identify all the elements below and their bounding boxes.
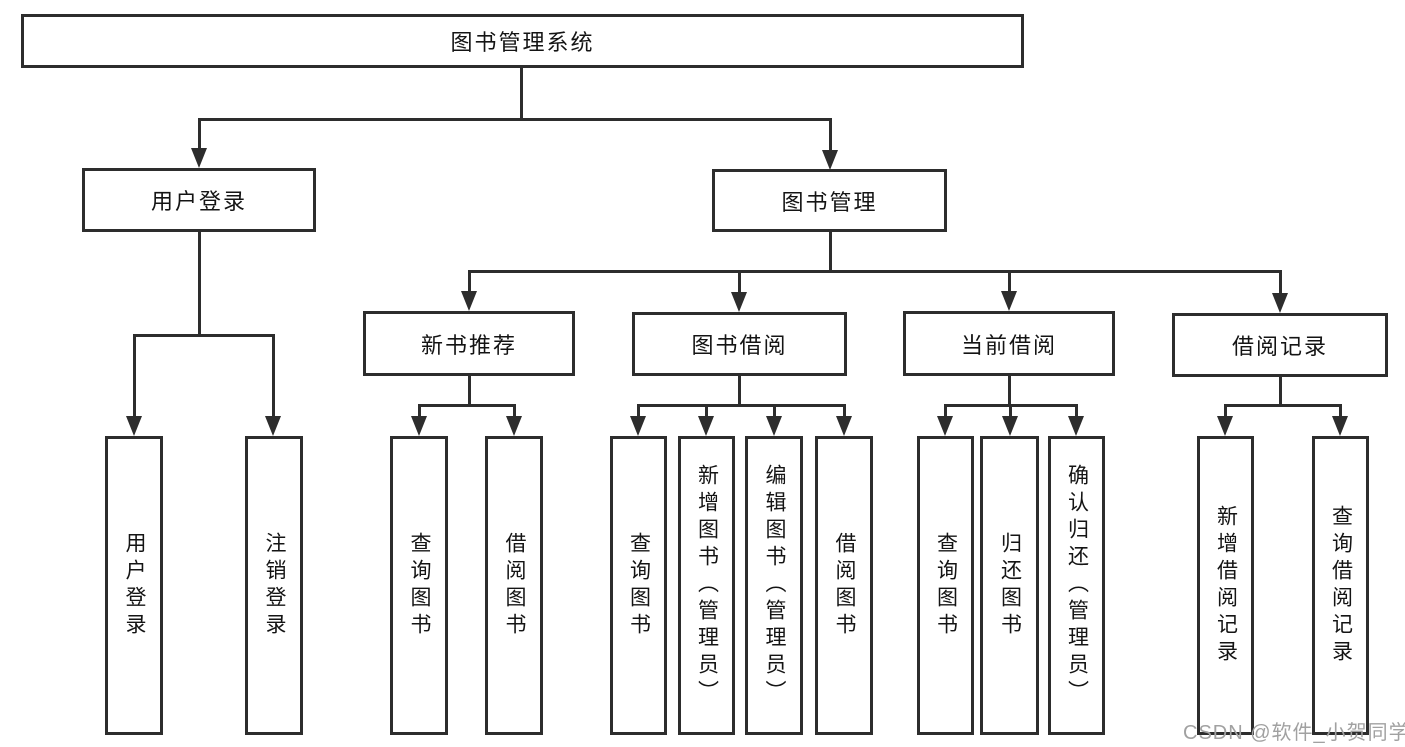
connector-line xyxy=(198,231,201,336)
connector-line xyxy=(198,118,832,121)
csdn-watermark: CSDN @软件_小贺同学 xyxy=(1183,722,1405,744)
connector-line xyxy=(829,231,832,272)
leaf-borrow-books-recommend: 借阅图书 xyxy=(485,436,543,735)
connector-line xyxy=(944,404,947,418)
arrow-down-icon xyxy=(126,416,142,436)
connector-line xyxy=(133,334,136,418)
arrow-down-icon xyxy=(265,416,281,436)
leaf-query-books-recommend: 查询图书 xyxy=(390,436,448,735)
arrow-down-icon xyxy=(191,148,207,168)
arrow-down-icon xyxy=(1332,416,1348,436)
connector-line xyxy=(1008,270,1011,293)
connector-line xyxy=(418,404,421,418)
connector-line xyxy=(705,404,708,418)
connector-line xyxy=(1075,404,1078,418)
arrow-down-icon xyxy=(1001,291,1017,311)
leaf-confirm-return-admin: 确认归还（管理员） xyxy=(1048,436,1105,735)
connector-line xyxy=(468,375,471,406)
leaf-add-borrow-record: 新增借阅记录 xyxy=(1197,436,1254,735)
connector-line xyxy=(1224,404,1341,407)
leaf-query-books-current: 查询图书 xyxy=(917,436,974,735)
arrow-down-icon xyxy=(822,150,838,170)
connector-line xyxy=(133,334,275,337)
arrow-down-icon xyxy=(836,416,852,436)
node-current-borrowing: 当前借阅 xyxy=(903,311,1115,376)
connector-line xyxy=(829,118,832,150)
connector-line xyxy=(418,404,516,407)
connector-line xyxy=(468,270,1282,273)
connector-line xyxy=(520,67,523,120)
arrow-down-icon xyxy=(506,416,522,436)
node-new-book-recommend: 新书推荐 xyxy=(363,311,575,376)
connector-line xyxy=(843,404,846,418)
arrow-down-icon xyxy=(731,292,747,312)
connector-line xyxy=(738,270,741,294)
connector-line xyxy=(513,404,516,418)
connector-line xyxy=(198,118,201,150)
arrow-down-icon xyxy=(461,291,477,311)
connector-line xyxy=(637,404,640,418)
leaf-user-login: 用户登录 xyxy=(105,436,163,735)
connector-line xyxy=(1339,404,1342,418)
node-user-login: 用户登录 xyxy=(82,168,316,232)
node-book-management: 图书管理 xyxy=(712,169,947,232)
leaf-logout: 注销登录 xyxy=(245,436,303,735)
node-root-library-system: 图书管理系统 xyxy=(21,14,1024,68)
node-borrow-records: 借阅记录 xyxy=(1172,313,1388,377)
arrow-down-icon xyxy=(1002,416,1018,436)
arrow-down-icon xyxy=(630,416,646,436)
leaf-query-borrow-record: 查询借阅记录 xyxy=(1312,436,1369,735)
arrow-down-icon xyxy=(1272,293,1288,313)
leaf-add-book-admin: 新增图书（管理员） xyxy=(678,436,735,735)
arrow-down-icon xyxy=(698,416,714,436)
connector-line xyxy=(1009,404,1012,418)
node-book-borrowing: 图书借阅 xyxy=(632,312,847,376)
connector-line xyxy=(1279,270,1282,295)
arrow-down-icon xyxy=(766,416,782,436)
connector-line xyxy=(1008,375,1011,406)
leaf-borrow-books: 借阅图书 xyxy=(815,436,873,735)
connector-line xyxy=(468,270,471,293)
connector-line xyxy=(1224,404,1227,418)
connector-line xyxy=(272,334,275,418)
arrow-down-icon xyxy=(1217,416,1233,436)
arrow-down-icon xyxy=(1068,416,1084,436)
arrow-down-icon xyxy=(937,416,953,436)
arrow-down-icon xyxy=(411,416,427,436)
leaf-query-books-borrowing: 查询图书 xyxy=(610,436,667,735)
leaf-edit-book-admin: 编辑图书（管理员） xyxy=(745,436,803,735)
connector-line xyxy=(773,404,776,418)
leaf-return-books: 归还图书 xyxy=(980,436,1039,735)
connector-line xyxy=(1279,376,1282,406)
connector-line xyxy=(637,404,845,407)
connector-line xyxy=(738,375,741,406)
